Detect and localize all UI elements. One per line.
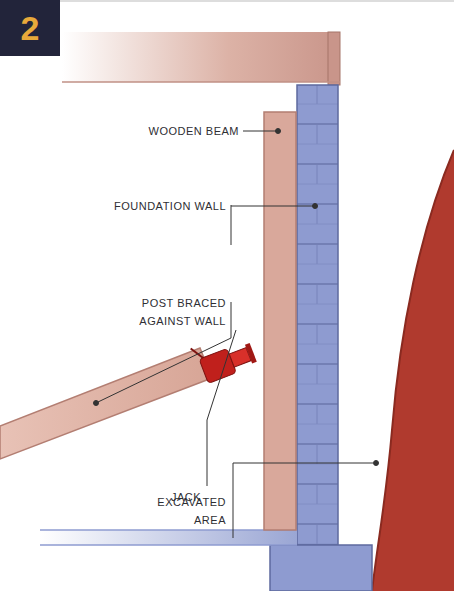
part-label: WOODEN BEAM [69,122,239,140]
step-number: 2 [21,11,40,45]
part-label: EXCAVATED AREA [131,493,226,529]
part-label: FOUNDATION WALL [114,197,226,215]
step-number-box: 2 [0,0,60,56]
part-label: POST BRACED AGAINST WALL [91,294,226,330]
